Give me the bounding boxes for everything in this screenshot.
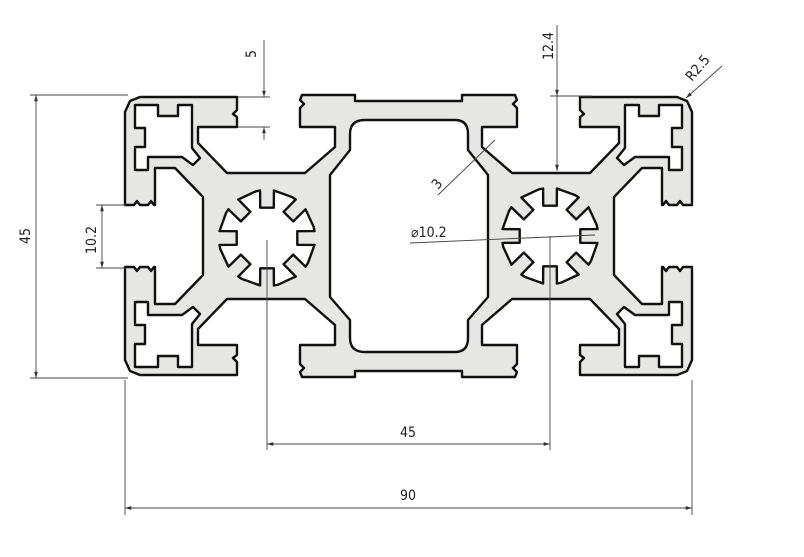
dim-width: 90	[124, 380, 693, 515]
dim-label-r2-5: R2.5	[683, 52, 714, 84]
corner-cavity	[615, 103, 684, 172]
dim-corner-radius: R2.5	[683, 52, 723, 99]
dim-core-pitch: 45	[266, 236, 551, 450]
dim-slot-offset: 12.4	[541, 25, 592, 171]
corner-cavity	[133, 103, 202, 172]
dim-label-5: 5	[244, 50, 260, 58]
core-hole-left	[218, 189, 316, 287]
dim-label-slot-width: 10.2	[84, 226, 100, 254]
dim-label-core-hole: ⌀10.2	[411, 225, 447, 241]
corner-cavity	[133, 300, 202, 369]
dim-label-12-4: 12.4	[541, 32, 557, 60]
dim-label-pitch: 45	[400, 425, 416, 441]
dim-slot-width: 10.2	[84, 204, 126, 269]
dim-label-height: 45	[18, 228, 34, 244]
center-cavity	[328, 118, 490, 354]
dim-label-width: 90	[400, 488, 416, 504]
dim-core-hole: ⌀10.2	[409, 225, 596, 244]
corner-cavity	[615, 300, 684, 369]
dim-height: 45	[18, 94, 128, 379]
dim-slot-depth: 5	[238, 40, 270, 140]
